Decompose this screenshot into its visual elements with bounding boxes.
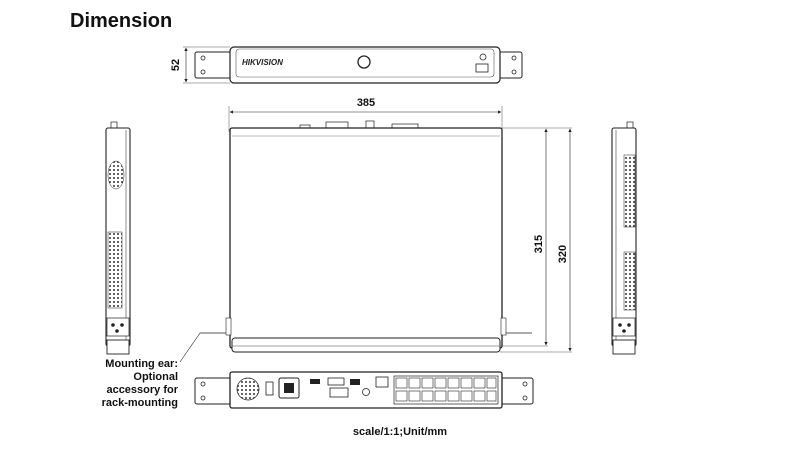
scale-note: scale/1:1;Unit/mm	[352, 426, 448, 438]
callout-line-3: rack-mounting	[101, 397, 178, 409]
dim-front-height: 52	[170, 58, 182, 72]
left-side-view	[105, 121, 131, 355]
page-title: Dimension	[70, 10, 173, 32]
power-button-icon	[357, 55, 371, 69]
chassis-top	[229, 127, 503, 349]
callout-line-2: accessory for	[106, 384, 178, 396]
usb-port-icon	[310, 379, 320, 384]
side-vent-upper	[623, 154, 636, 228]
front-usb-port	[475, 63, 489, 73]
top-view	[179, 106, 572, 363]
rear-view	[194, 371, 534, 409]
fan-grille	[107, 160, 125, 190]
hdmi-port-icon	[327, 377, 345, 386]
poe-ports	[393, 375, 499, 405]
dim-depth-body: 315	[533, 234, 545, 254]
mounting-ear-callout: Mounting ear: Optional accessory for rac…	[60, 358, 178, 410]
indicator-led-icon	[479, 53, 487, 61]
vga-port-icon	[329, 387, 349, 398]
brand-logo: HIKVISION	[242, 58, 283, 67]
front-view	[183, 46, 523, 84]
power-switch-icon	[265, 381, 274, 396]
rear-fan-icon	[236, 377, 260, 401]
dim-depth-total: 320	[557, 244, 569, 264]
side-vent-lower	[623, 251, 636, 311]
audio-port-icon	[362, 388, 370, 396]
lan-port-icon	[375, 376, 389, 388]
side-vent	[107, 231, 123, 309]
right-side-view	[611, 121, 637, 355]
dim-width: 385	[356, 97, 376, 109]
callout-line-1: Mounting ear: Optional	[105, 358, 178, 383]
